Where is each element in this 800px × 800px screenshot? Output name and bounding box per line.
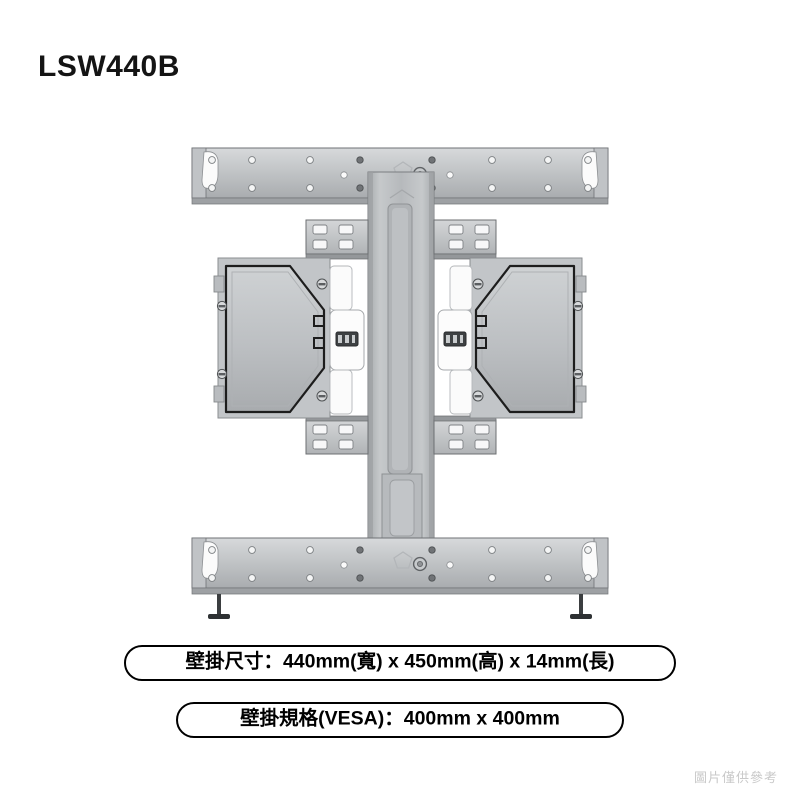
vesa-mount-plate-lower-left [305, 415, 369, 455]
arm-interlock-teeth [313, 315, 487, 349]
vesa-mount-plate-lower-right [433, 415, 497, 455]
leveling-bolt-right [570, 594, 592, 619]
articulating-arm-left [213, 257, 331, 419]
center-spine [367, 171, 435, 541]
reference-watermark: 圖片僅供參考 [693, 770, 778, 785]
tv-wall-mount-bracket-illustration [0, 120, 800, 630]
leveling-bolt-left [208, 594, 230, 619]
hinge-block-left [329, 309, 365, 371]
spine-relief-panels [329, 265, 473, 415]
spec-dimensions-text: 壁掛尺寸：440mm(寬) x 450mm(高) x 14mm(長) [185, 650, 615, 673]
vesa-mount-plate-upper-right [433, 219, 497, 260]
spec-badge-dimensions: 壁掛尺寸：440mm(寬) x 450mm(高) x 14mm(長) [124, 645, 676, 681]
articulating-arm-right [469, 257, 587, 419]
spec-vesa-text: 壁掛規格(VESA)：400mm x 400mm [240, 707, 560, 730]
bottom-wall-rail [191, 537, 609, 595]
vesa-mount-plate-upper-left [305, 219, 369, 260]
spec-badge-vesa: 壁掛規格(VESA)：400mm x 400mm [176, 702, 624, 738]
hinge-block-right [437, 309, 473, 371]
page-title: LSW440B [38, 50, 180, 83]
